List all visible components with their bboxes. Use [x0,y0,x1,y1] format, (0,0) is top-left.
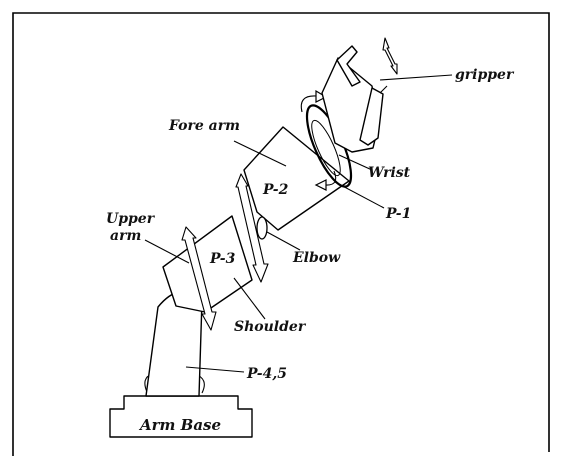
leader-upper-arm [145,240,189,263]
label-p1: P-1 [385,206,411,222]
label-p45: P-4,5 [246,366,287,382]
gripper-tip [380,86,387,93]
label-fore-arm: Fore arm [168,118,240,134]
label-upper-arm-line2: arm [110,228,141,244]
label-arm-base: Arm Base [138,416,221,434]
leader-elbow [267,232,300,250]
label-shoulder: Shoulder [234,319,307,335]
elbow-joint [257,217,267,239]
label-upper-arm-line1: Upper [106,211,156,227]
leader-gripper [380,75,452,80]
label-p3: P-3 [209,251,236,267]
gripper-motion-arrow [383,38,397,74]
leader-p1 [335,182,384,208]
label-elbow: Elbow [292,250,341,266]
label-wrist: Wrist [368,165,411,181]
leader-shoulder [234,278,265,319]
label-gripper: gripper [455,67,515,83]
label-p2: P-2 [262,182,289,198]
